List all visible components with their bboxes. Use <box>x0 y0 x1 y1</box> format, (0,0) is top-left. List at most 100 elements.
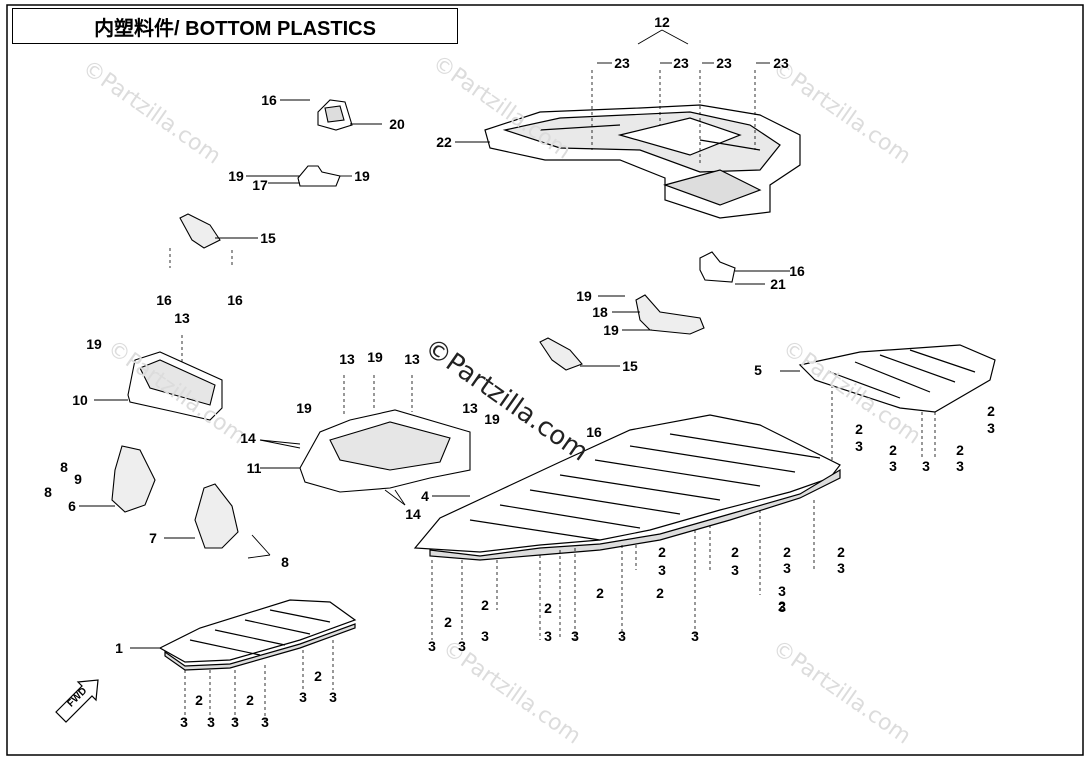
callout-m3a: 3 <box>658 562 666 578</box>
callout-c19d: 19 <box>603 322 619 338</box>
callout-c16b: 16 <box>156 292 172 308</box>
callout-m2b: 2 <box>731 544 739 560</box>
leader-lines <box>79 29 800 649</box>
callout-c19g: 19 <box>296 400 312 416</box>
callout-c19b: 19 <box>354 168 370 184</box>
callout-r2d: 2 <box>956 442 964 458</box>
callout-r2a: 2 <box>987 403 995 419</box>
callout-c19a: 19 <box>228 168 244 184</box>
callout-m3e: 3 <box>778 583 786 599</box>
callout-m3c: 3 <box>783 560 791 576</box>
callout-r3e: 3 <box>922 458 930 474</box>
callout-c8a: 8 <box>60 459 68 475</box>
part-7-bracket <box>194 483 239 549</box>
callout-c19h: 19 <box>484 411 500 427</box>
callout-r3d: 3 <box>956 458 964 474</box>
part-10-guard <box>127 351 223 421</box>
callout-c7: 7 <box>149 530 157 546</box>
callout-c19c: 19 <box>576 288 592 304</box>
callout-c23d: 23 <box>773 55 789 71</box>
callout-c11: 11 <box>246 460 262 476</box>
callout-l2a: 2 <box>195 692 203 708</box>
callout-m3d: 3 <box>837 560 845 576</box>
outer-frame <box>6 4 1084 756</box>
callout-c16d: 16 <box>789 263 805 279</box>
callout-m3b: 3 <box>731 562 739 578</box>
callout-r2c: 2 <box>889 442 897 458</box>
callout-m3f: 3 <box>778 599 786 615</box>
callout-c14a: 14 <box>240 430 256 446</box>
callout-b3e: 3 <box>571 628 579 644</box>
callout-b2c: 2 <box>544 600 552 616</box>
callout-r2b: 2 <box>855 421 863 437</box>
callout-c13b: 13 <box>339 351 355 367</box>
callout-c19e: 19 <box>86 336 102 352</box>
callout-c17: 17 <box>252 177 268 193</box>
part-21-bracket <box>699 251 736 283</box>
part-15-right <box>539 337 583 371</box>
callout-c23b: 23 <box>673 55 689 71</box>
callout-r3a: 3 <box>987 420 995 436</box>
callout-r3b: 3 <box>855 438 863 454</box>
callout-b2a: 2 <box>444 614 452 630</box>
callout-c5: 5 <box>754 362 762 378</box>
callout-c13d: 13 <box>462 400 478 416</box>
callout-m2d: 2 <box>837 544 845 560</box>
callout-c16e: 16 <box>586 424 602 440</box>
callout-l3f: 3 <box>329 689 337 705</box>
callout-c23a: 23 <box>614 55 630 71</box>
callout-r3c: 3 <box>889 458 897 474</box>
part-5-panel <box>798 344 996 413</box>
callout-c4: 4 <box>421 488 429 504</box>
callout-c10: 10 <box>72 392 88 408</box>
callout-c8b: 8 <box>44 484 52 500</box>
callout-c20: 20 <box>389 116 405 132</box>
callout-b3a: 3 <box>428 638 436 654</box>
part-22-upper-plate <box>484 104 801 219</box>
callout-l3c: 3 <box>231 714 239 730</box>
callout-b2b: 2 <box>481 597 489 613</box>
callout-c16c: 16 <box>227 292 243 308</box>
callout-l3a: 3 <box>180 714 188 730</box>
dashed-fastener-lines <box>169 70 936 722</box>
part-20-bracket <box>317 99 353 131</box>
callout-b3b: 3 <box>458 638 466 654</box>
callout-c23c: 23 <box>716 55 732 71</box>
callout-c13c: 13 <box>404 351 420 367</box>
callout-m2e: 2 <box>596 585 604 601</box>
callout-c9: 9 <box>74 471 82 487</box>
callout-m2a: 2 <box>658 544 666 560</box>
callout-m2f: 2 <box>656 585 664 601</box>
callout-b3f: 3 <box>618 628 626 644</box>
callout-b3c: 3 <box>481 628 489 644</box>
callout-c19f: 19 <box>367 349 383 365</box>
page-title: 内塑料件/ BOTTOM PLASTICS <box>12 8 458 44</box>
part-15-left <box>179 213 221 249</box>
callout-l2b: 2 <box>246 692 254 708</box>
callout-c14b: 14 <box>405 506 421 522</box>
part-6-bracket <box>111 445 156 513</box>
callout-l3b: 3 <box>207 714 215 730</box>
callout-l3e: 3 <box>299 689 307 705</box>
callout-c13a: 13 <box>174 310 190 326</box>
callout-m2c: 2 <box>783 544 791 560</box>
part-18-bracket <box>635 294 705 335</box>
callout-b3g: 3 <box>691 628 699 644</box>
callout-c22: 22 <box>436 134 452 150</box>
part-4-skid-plate <box>413 414 841 561</box>
callout-m2g: 2 <box>778 598 786 614</box>
part-17-bracket <box>297 165 341 187</box>
fwd-arrow-icon <box>55 679 99 723</box>
callout-b3d: 3 <box>544 628 552 644</box>
callout-c15a: 15 <box>260 230 276 246</box>
callout-l3d: 3 <box>261 714 269 730</box>
part-11-guard <box>299 409 471 493</box>
callout-c6: 6 <box>68 498 76 514</box>
callout-c8c: 8 <box>281 554 289 570</box>
part-1-panel <box>158 599 357 671</box>
callout-c15b: 15 <box>622 358 638 374</box>
callout-l2c: 2 <box>314 668 322 684</box>
callout-c21: 21 <box>770 276 786 292</box>
